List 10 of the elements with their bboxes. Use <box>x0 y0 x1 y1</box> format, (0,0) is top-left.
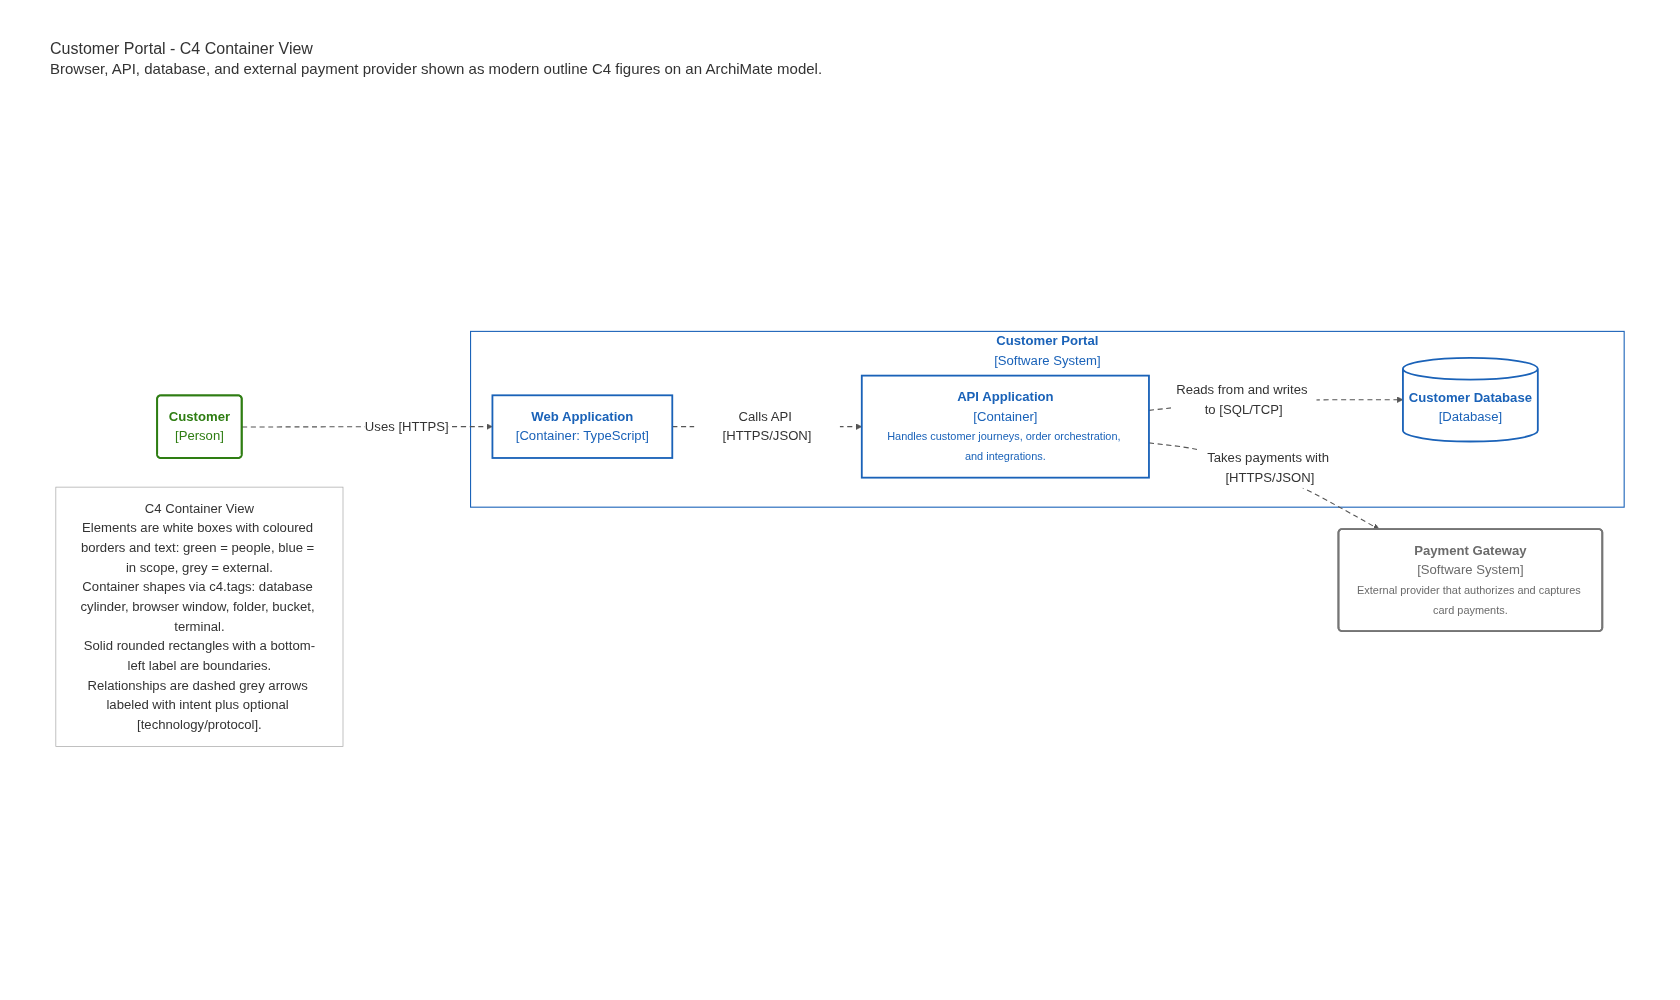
diagram-subtitle: Browser, API, database, and external payment provider shown as modern outline C4 figures on an ArchiMate model. <box>50 60 823 77</box>
edge-label: Reads from and writes to [SQL/TCP] <box>1176 382 1308 417</box>
edge-label: Calls API [HTTPS/JSON] <box>722 409 812 444</box>
node-box: API Application [Container] Handles customer journeys, order orchestration, and integrations. <box>860 374 1150 479</box>
edge-label: Uses [HTTPS] <box>364 418 449 434</box>
node-box: Web Application [Container: TypeScript] <box>491 394 674 459</box>
node-box: C4 Container View Elements are white boxes with coloured borders and text: green = people, blue = in scope, grey = external. Container shapes via c4.tags: database cylinder, browser window, folder, bucket, terminal. Solid rounded rectangles with a bottom-left label are boundaries. Relationships are dashed grey arrows labeled with intent plus optional [technology/protocol]. <box>55 486 344 747</box>
arrow <box>1148 442 1380 530</box>
edge-label: Takes payments with [HTTPS/JSON] <box>1207 450 1329 486</box>
diagram-title: Customer Portal - C4 Container View <box>50 40 313 58</box>
